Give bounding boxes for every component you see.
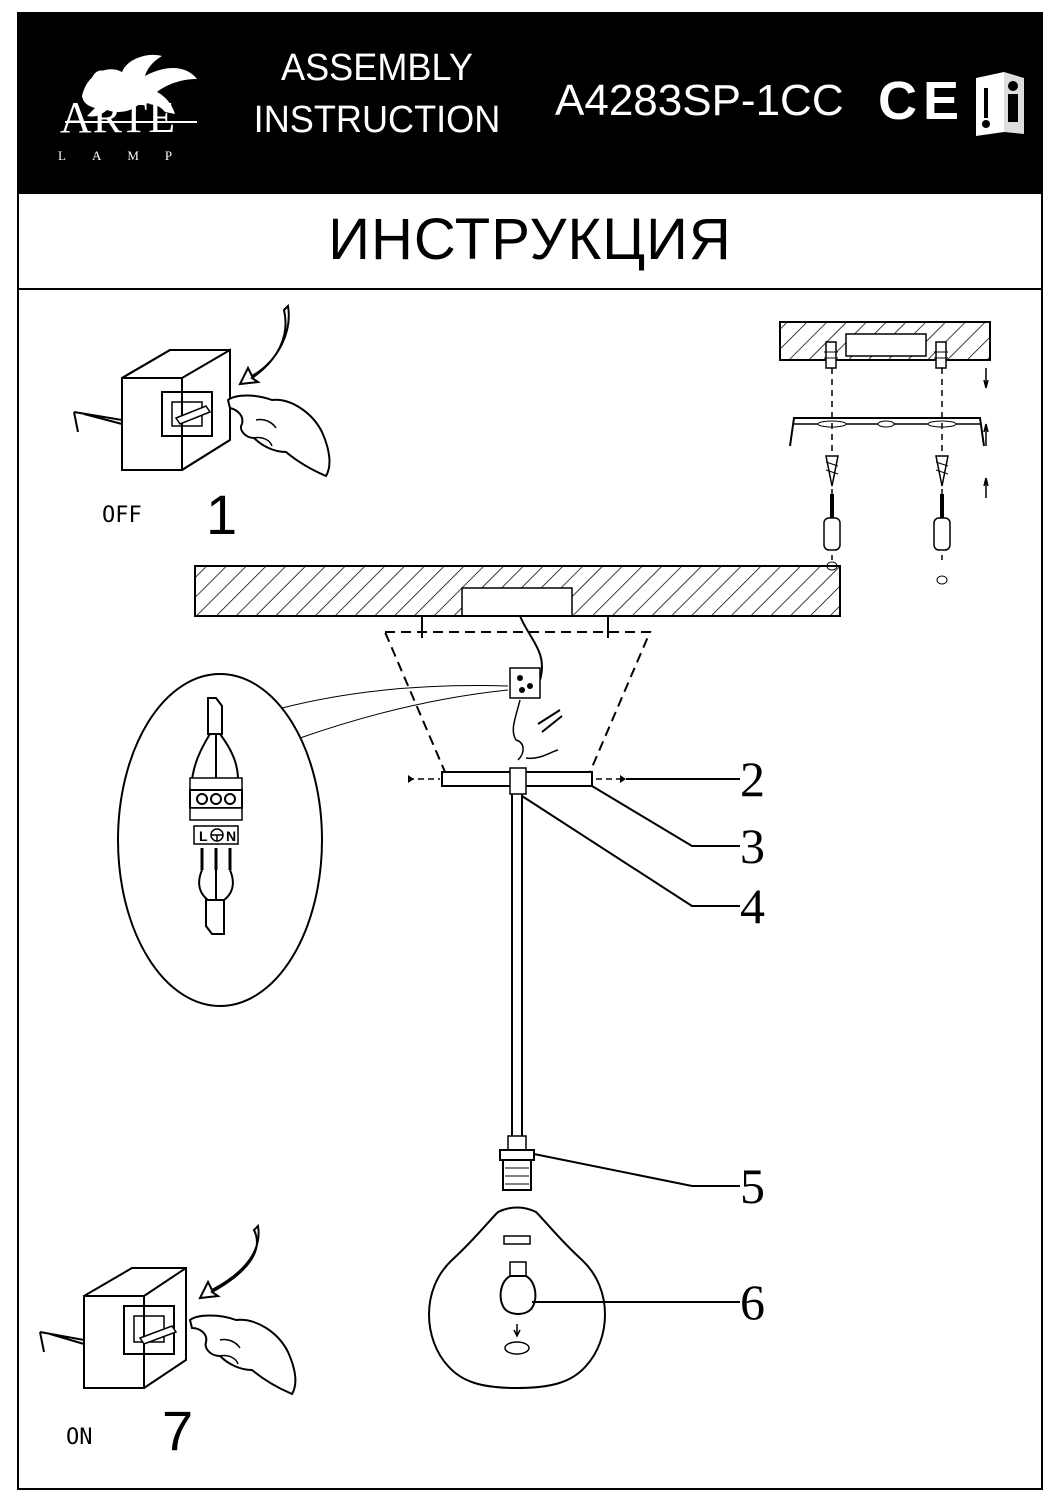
ce-mark: CE [878,71,966,131]
wiring-terminal: L N [189,697,243,935]
callout-3: 3 [740,818,765,874]
junction-box [461,587,573,617]
assembly-title-line1: ASSEMBLY [281,47,473,89]
screwdriver-icon [823,494,841,551]
page-title: ИНСТРУКЦИЯ [328,207,732,272]
switch-on-icon [39,1267,187,1389]
model-number: A4283SP-1CC [555,76,844,125]
callout-2: 2 [740,751,765,807]
screwdriver-icon [933,494,951,551]
step-number-1: 1 [206,483,238,546]
brand-name: ARTE [59,93,177,142]
screw-icon [824,341,838,369]
lamp-socket [502,1159,532,1191]
callout-4: 4 [740,878,765,934]
brand-subtitle: LAMP [58,148,199,163]
bulb-icon [499,1261,537,1315]
assembly-title: ASSEMBLY INSTRUCTION [239,42,515,146]
socket-ring [499,1149,535,1161]
callout-6: 6 [740,1274,765,1330]
terminal-label-l: L [199,828,208,844]
terminal-label-n: N [226,828,236,844]
hand-icon [188,1314,297,1396]
step-number-7: 7 [162,1399,194,1462]
hand-icon [226,394,331,478]
terminal-block [509,667,541,699]
ceiling-bracket-detail [779,321,991,585]
callout-5: 5 [740,1158,765,1214]
screw-icon [935,455,949,487]
screw-icon [825,455,839,487]
arrow-icon [238,303,290,386]
arrow-icon [198,1223,260,1300]
lion-logo-icon [65,54,197,123]
screw-icon [934,341,948,369]
header-bar: ARTE LAMP ASSEMBLY INSTRUCTION A4283SP-1… [17,12,1043,194]
switch-off-icon [73,348,231,471]
mounting-plate [421,615,609,638]
title-band: ИНСТРУКЦИЯ [17,194,1043,290]
step-off-label: OFF [102,503,142,528]
assembly-title-line2: INSTRUCTION [253,99,501,141]
manual-info-icon [976,72,1024,136]
step-on-label: ON [66,1425,93,1450]
canopy-outline [383,631,652,773]
